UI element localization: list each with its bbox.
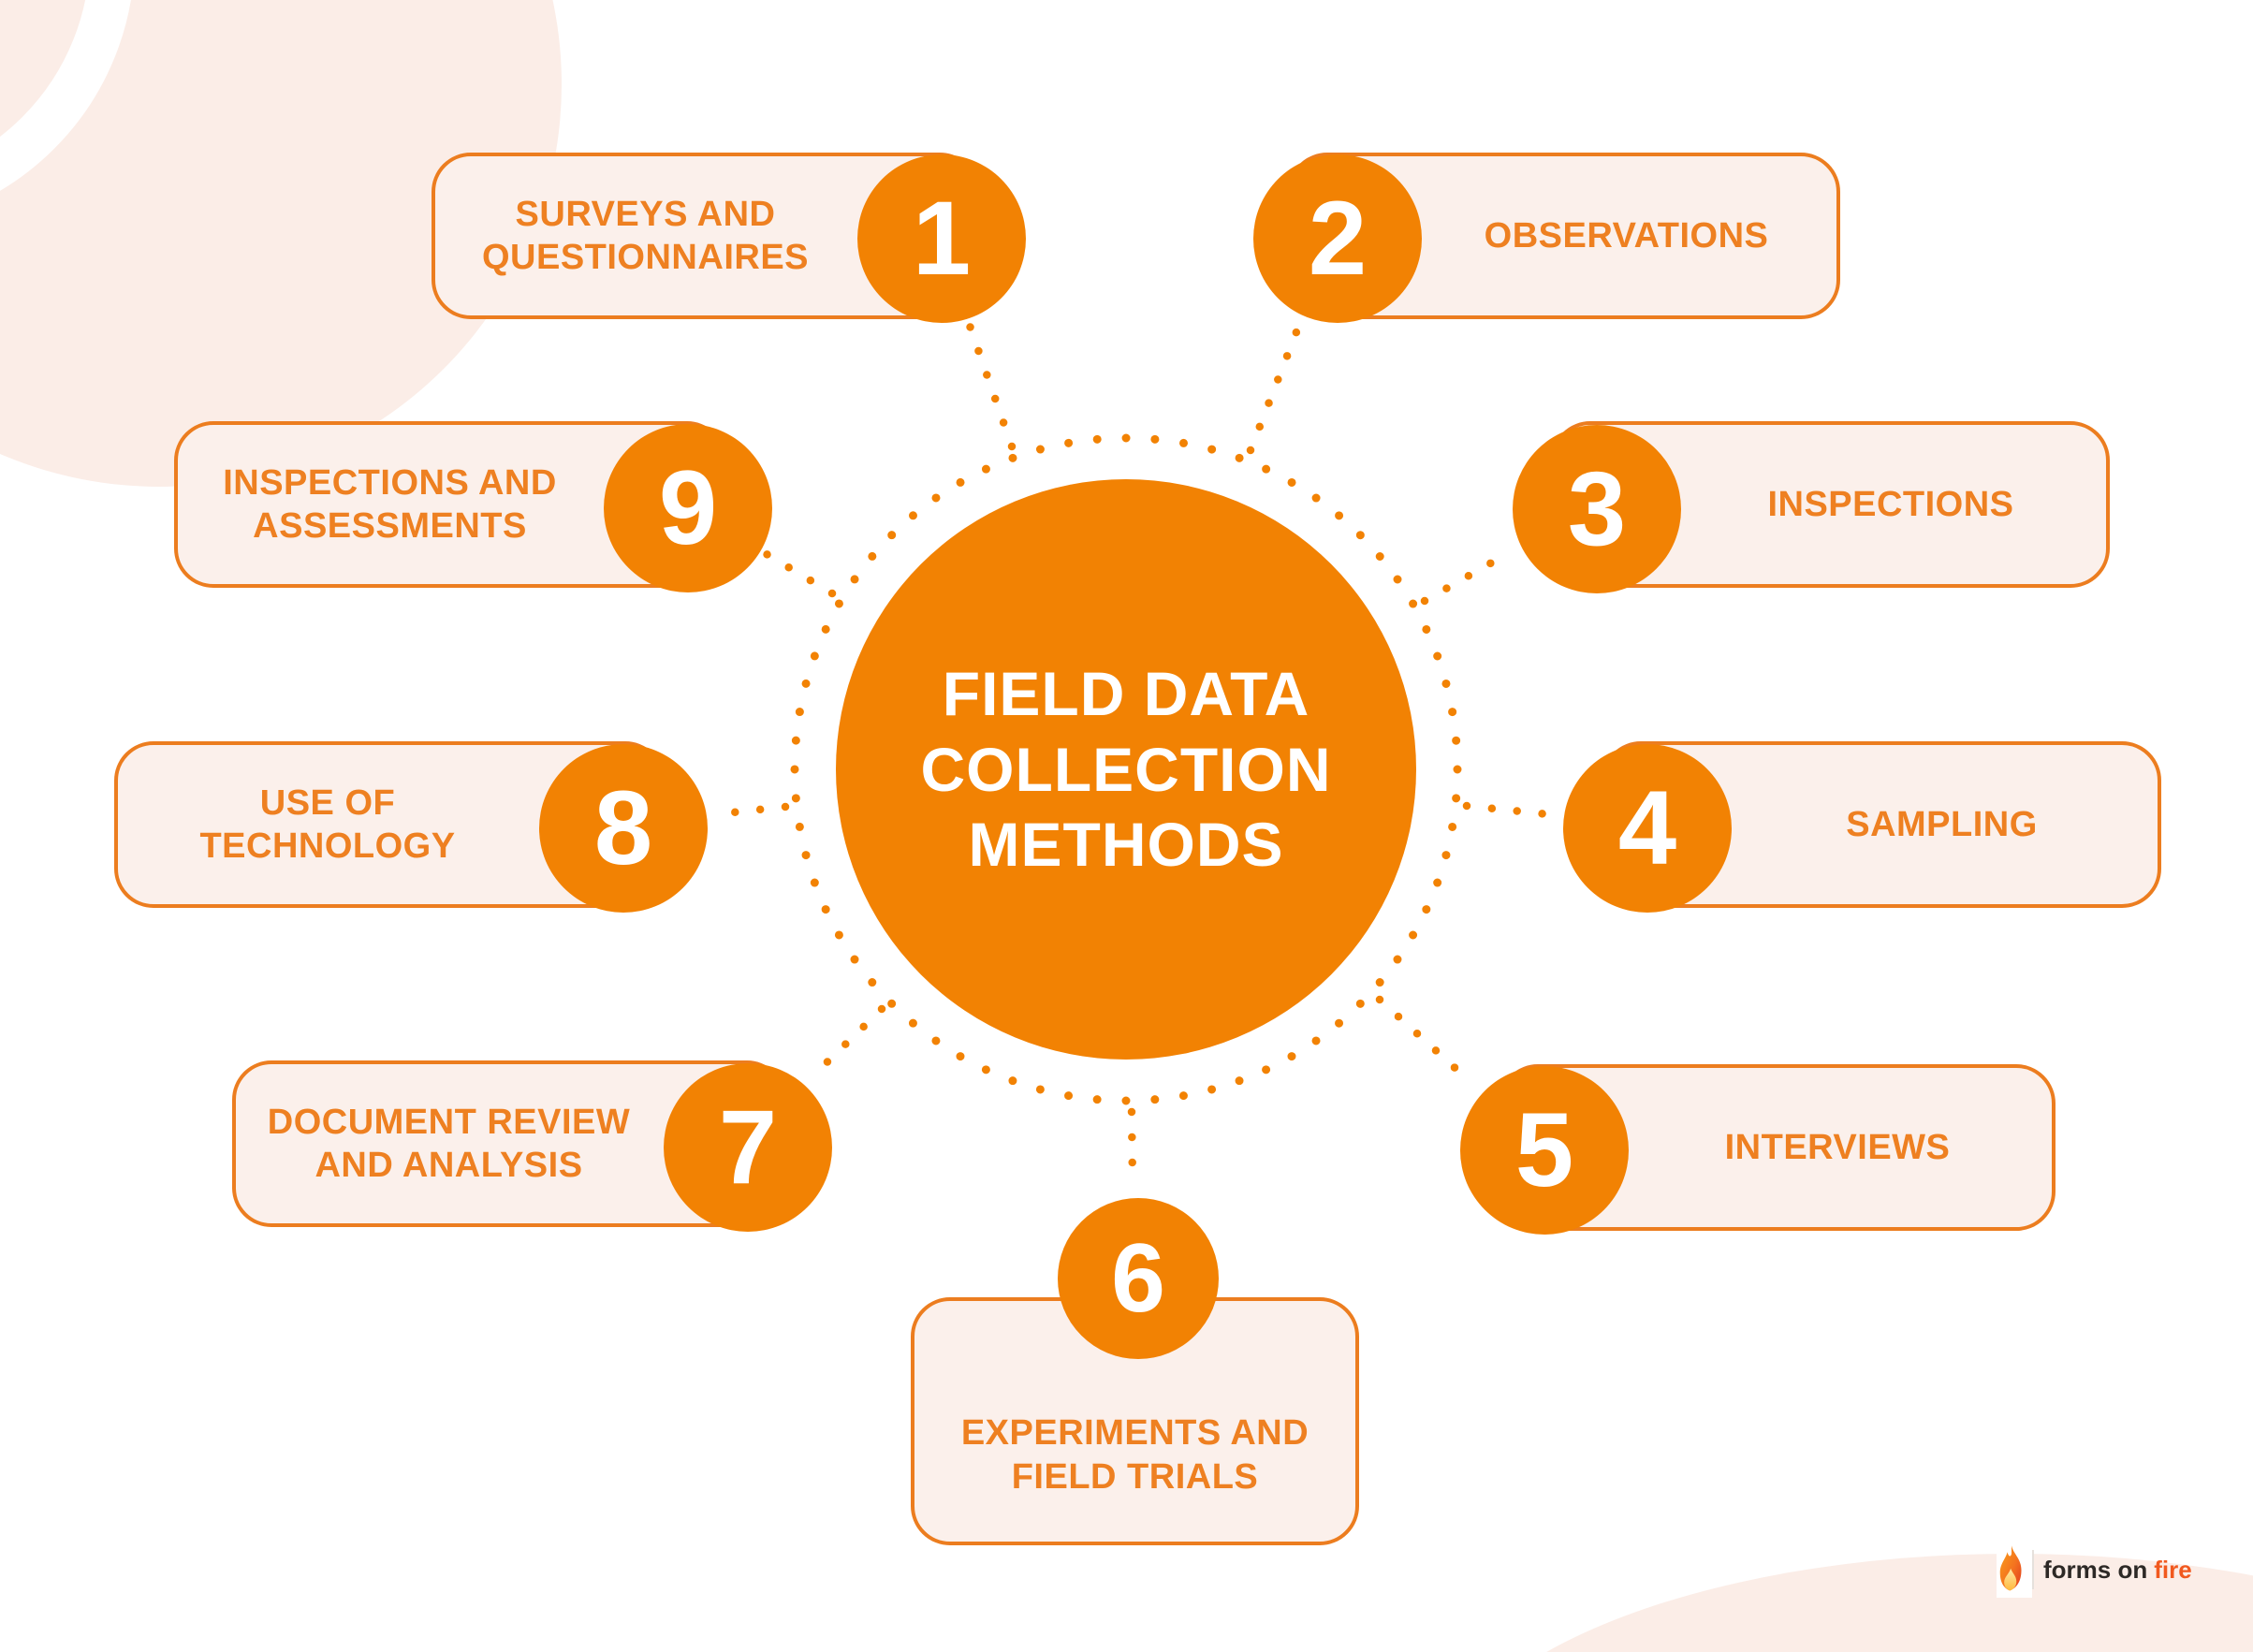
method-number: 1	[912, 180, 972, 297]
method-number: 7	[718, 1089, 778, 1206]
method-number-badge: 9	[604, 424, 772, 592]
method-label: INTERVIEWS	[1629, 1068, 2046, 1227]
method-number: 9	[658, 449, 718, 566]
method-label: USE OF TECHNOLOGY	[124, 745, 532, 904]
method-number: 2	[1308, 180, 1368, 297]
method-label-line: DOCUMENT REVIEW	[267, 1102, 631, 1142]
dotted-rays	[710, 320, 1553, 1188]
method-label-line: INTERVIEWS	[1724, 1127, 1951, 1167]
logo-text-accent: fire	[2154, 1555, 2192, 1584]
method-card: 2 OBSERVATIONS	[1253, 153, 1840, 323]
logo-divider	[2032, 1550, 2034, 1589]
flame-icon-box	[1997, 1542, 2032, 1598]
logo-text-dark: forms on	[2043, 1555, 2148, 1584]
method-label-line: EXPERIMENTS AND	[960, 1413, 1309, 1454]
method-label: OBSERVATIONS	[1422, 156, 1831, 315]
method-card: 8 USE OF TECHNOLOGY	[114, 741, 708, 913]
method-label-line: SURVEYS AND	[515, 194, 776, 234]
method-label-line: QUESTIONNAIRES	[481, 238, 810, 277]
method-label-line: ASSESSMENTS	[253, 506, 527, 546]
method-number: 6	[1111, 1224, 1165, 1333]
method-number: 4	[1617, 769, 1677, 886]
method-number: 8	[593, 769, 653, 886]
method-number-badge: 4	[1563, 744, 1732, 913]
method-label-line: FIELD TRIALS	[1011, 1456, 1259, 1497]
method-label: DOCUMENT REVIEW AND ANALYSIS	[241, 1064, 656, 1223]
top-left-blob	[0, 0, 562, 487]
central-topic-line: METHODS	[968, 810, 1284, 880]
method-card: 3 INSPECTIONS	[1513, 421, 2110, 593]
method-number-badge: 5	[1460, 1066, 1629, 1235]
method-card: 6 EXPERIMENTS AND FIELD TRIALS	[911, 1198, 1359, 1545]
method-label: INSPECTIONS	[1681, 425, 2100, 584]
method-card: 5 INTERVIEWS	[1460, 1064, 2055, 1235]
method-label-line: OBSERVATIONS	[1484, 215, 1769, 256]
flame-icon	[1999, 1544, 2022, 1590]
central-topic-circle: FIELD DATA COLLECTION METHODS	[836, 479, 1416, 1060]
method-number-badge: 1	[857, 154, 1026, 323]
method-label-line: USE OF	[259, 782, 396, 823]
method-label-line: SAMPLING	[1846, 804, 2038, 844]
method-label: INSPECTIONS AND ASSESSMENTS	[183, 425, 596, 584]
central-topic-line: FIELD DATA	[942, 659, 1310, 729]
method-number-badge: 7	[664, 1063, 832, 1232]
method-card: 4 SAMPLING	[1563, 741, 2161, 913]
method-number-badge: 2	[1253, 154, 1422, 323]
method-label: EXPERIMENTS AND FIELD TRIALS	[920, 1368, 1350, 1542]
method-number-badge: 3	[1513, 425, 1681, 593]
method-number-badge: 8	[539, 744, 708, 913]
method-card: 1 SURVEYS AND QUESTIONNAIRES	[432, 153, 1026, 323]
method-label-line: INSPECTIONS AND	[223, 462, 557, 503]
method-number: 5	[1514, 1091, 1574, 1208]
central-topic-line: COLLECTION	[920, 734, 1332, 804]
bottom-right-blob	[1546, 1554, 2253, 1652]
method-label-line: AND ANALYSIS	[315, 1146, 583, 1185]
dotted-ring	[790, 433, 1462, 1105]
method-label: SURVEYS AND QUESTIONNAIRES	[441, 156, 850, 315]
method-label-line: TECHNOLOGY	[199, 826, 456, 866]
method-label-line: INSPECTIONS	[1767, 484, 2014, 524]
method-label: SAMPLING	[1732, 745, 2152, 904]
method-card: 9 INSPECTIONS AND ASSESSMENTS	[174, 421, 772, 592]
method-number-badge: 6	[1058, 1198, 1219, 1359]
method-card: 7 DOCUMENT REVIEW AND ANALYSIS	[232, 1060, 832, 1232]
method-number: 3	[1567, 450, 1627, 567]
